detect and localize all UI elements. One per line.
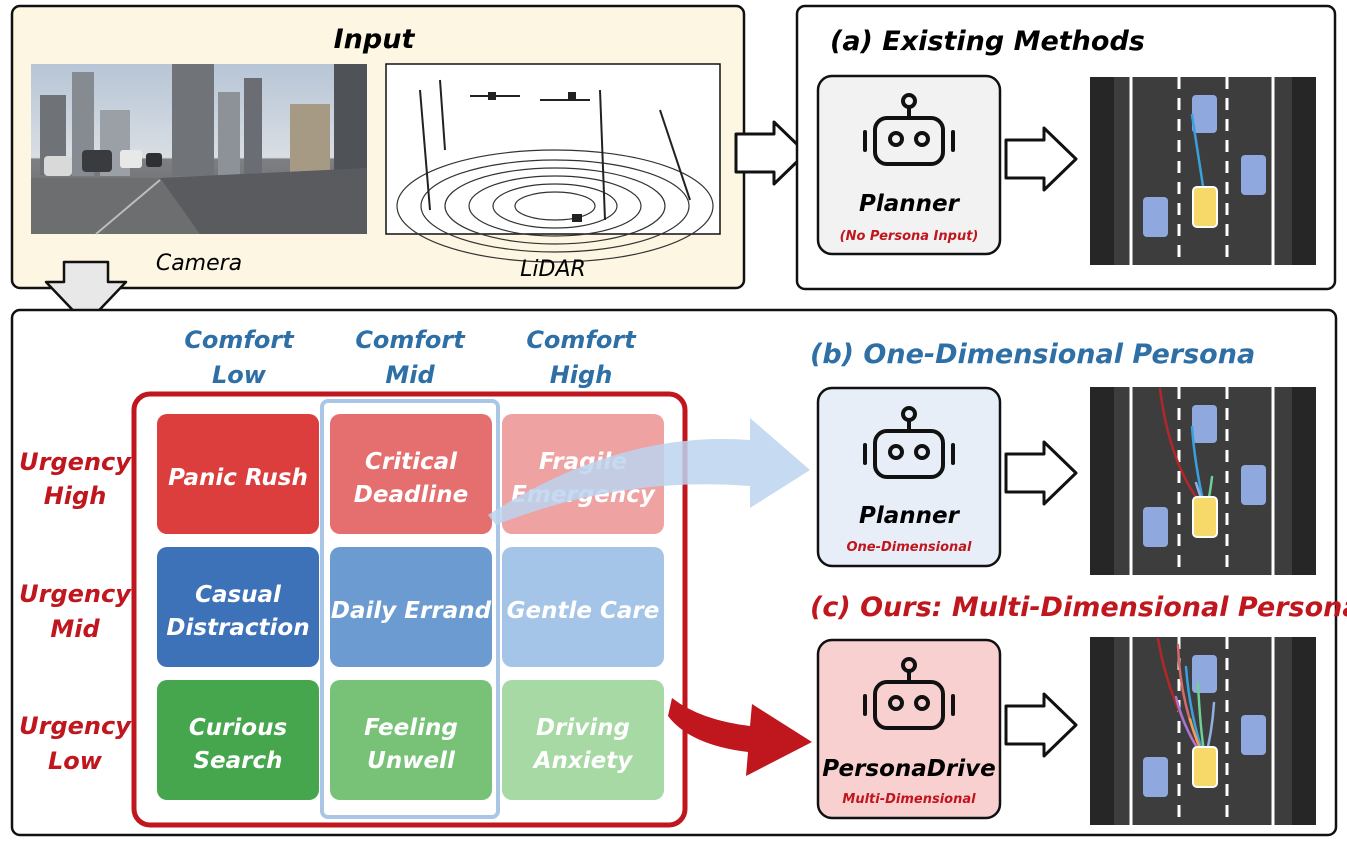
persona-cell-label: Feeling (364, 715, 458, 741)
other-vehicle (1241, 155, 1266, 195)
input-to-existing-arrow-icon (734, 120, 808, 186)
ours-title: (c) Ours: Multi-Dimensional Persona (810, 592, 1347, 623)
road-shoulder (1292, 387, 1316, 575)
persona-cell (330, 414, 492, 534)
row-header-low-line1: Urgency (19, 712, 132, 740)
planner-b-label: Planner (859, 503, 961, 529)
persona-cell (157, 547, 319, 667)
other-vehicle (1143, 197, 1168, 237)
road-shoulder (1090, 387, 1114, 575)
planner-c-label: PersonaDrive (822, 756, 995, 782)
ego-vehicle (1192, 746, 1218, 788)
persona-cell-label: Daily Errand (331, 598, 492, 624)
road-shoulder (1090, 77, 1114, 265)
planner-a-label: Planner (859, 191, 961, 217)
col-header-high-line2: High (550, 361, 613, 389)
input-title: Input (334, 24, 416, 55)
persona-cell-label: Critical (365, 449, 458, 475)
planner-c-sublabel: Multi-Dimensional (842, 792, 976, 807)
down-arrow-icon (44, 260, 128, 326)
col-header-low-line1: Comfort (184, 326, 295, 354)
persona-cell (330, 547, 492, 667)
col-header-mid-line1: Comfort (355, 326, 466, 354)
road-shoulder (1292, 77, 1316, 265)
other-vehicle (1241, 715, 1266, 755)
persona-cell-label: Casual (195, 582, 282, 608)
persona-cell-label: Curious (189, 715, 287, 741)
one-dimensional-section: (b) One-Dimensional Persona Planner One-… (810, 339, 1316, 575)
persona-cell (502, 680, 664, 800)
other-vehicle (1143, 757, 1168, 797)
road-scene-c (1090, 637, 1316, 825)
col-header-low-line2: Low (212, 361, 267, 389)
multi-dimensional-section: (c) Ours: Multi-Dimensional Persona Pers… (810, 592, 1347, 825)
persona-cell (157, 414, 319, 534)
input-panel: Input (10, 4, 746, 290)
camera-label: Camera (156, 251, 242, 276)
one-dim-title: (b) One-Dimensional Persona (810, 339, 1255, 370)
persona-cell-label: Distraction (166, 615, 309, 641)
road-scene-b (1090, 387, 1316, 575)
ego-vehicle (1192, 186, 1218, 228)
planner-b-sublabel: One-Dimensional (847, 540, 973, 555)
multi-dim-arrow-icon (668, 698, 812, 776)
persona-cell-label: Gentle Care (507, 598, 660, 624)
planner-a-sublabel: (No Persona Input) (840, 229, 979, 244)
road-scene-a (1090, 77, 1316, 265)
ego-vehicle (1192, 496, 1218, 538)
lidar-label: LiDAR (520, 257, 586, 282)
row-header-low-line2: Low (48, 747, 103, 775)
existing-title: (a) Existing Methods (830, 26, 1145, 57)
persona-cell-label: Panic Rush (168, 465, 308, 491)
col-header-mid-line2: Mid (385, 361, 435, 389)
other-vehicle (1143, 507, 1168, 547)
row-header-mid-line2: Mid (50, 615, 100, 643)
comfort-headers: Comfort Low Comfort Mid Comfort High (184, 326, 637, 389)
persona-grid: Panic RushCriticalDeadlineFragileEmergen… (157, 414, 664, 800)
mid-column-highlight (320, 399, 500, 819)
other-vehicle (1192, 655, 1217, 693)
other-vehicle (1241, 465, 1266, 505)
other-vehicle (1192, 95, 1217, 133)
one-dim-arrow-icon (488, 418, 810, 525)
row-header-high-line2: High (44, 482, 107, 510)
camera-image (31, 64, 367, 235)
road-shoulder (1292, 637, 1316, 825)
persona-cell-label: Deadline (354, 482, 468, 508)
col-header-high-line1: Comfort (526, 326, 637, 354)
lidar-image (385, 63, 721, 263)
persona-cell-label: Unwell (367, 748, 456, 774)
persona-cell-label: Search (193, 748, 282, 774)
persona-cell-label: Driving (536, 715, 630, 741)
persona-cell (330, 680, 492, 800)
other-vehicle (1192, 405, 1217, 443)
row-header-mid-line1: Urgency (19, 580, 132, 608)
road-shoulder (1090, 637, 1114, 825)
persona-cell (157, 680, 319, 800)
urgency-headers: Urgency High Urgency Mid Urgency Low (19, 448, 132, 775)
persona-cell-label: Anxiety (532, 748, 633, 774)
row-header-high-line1: Urgency (19, 448, 132, 476)
persona-cell (502, 547, 664, 667)
existing-methods-panel: (a) Existing Methods Planner (No Persona… (795, 4, 1337, 291)
